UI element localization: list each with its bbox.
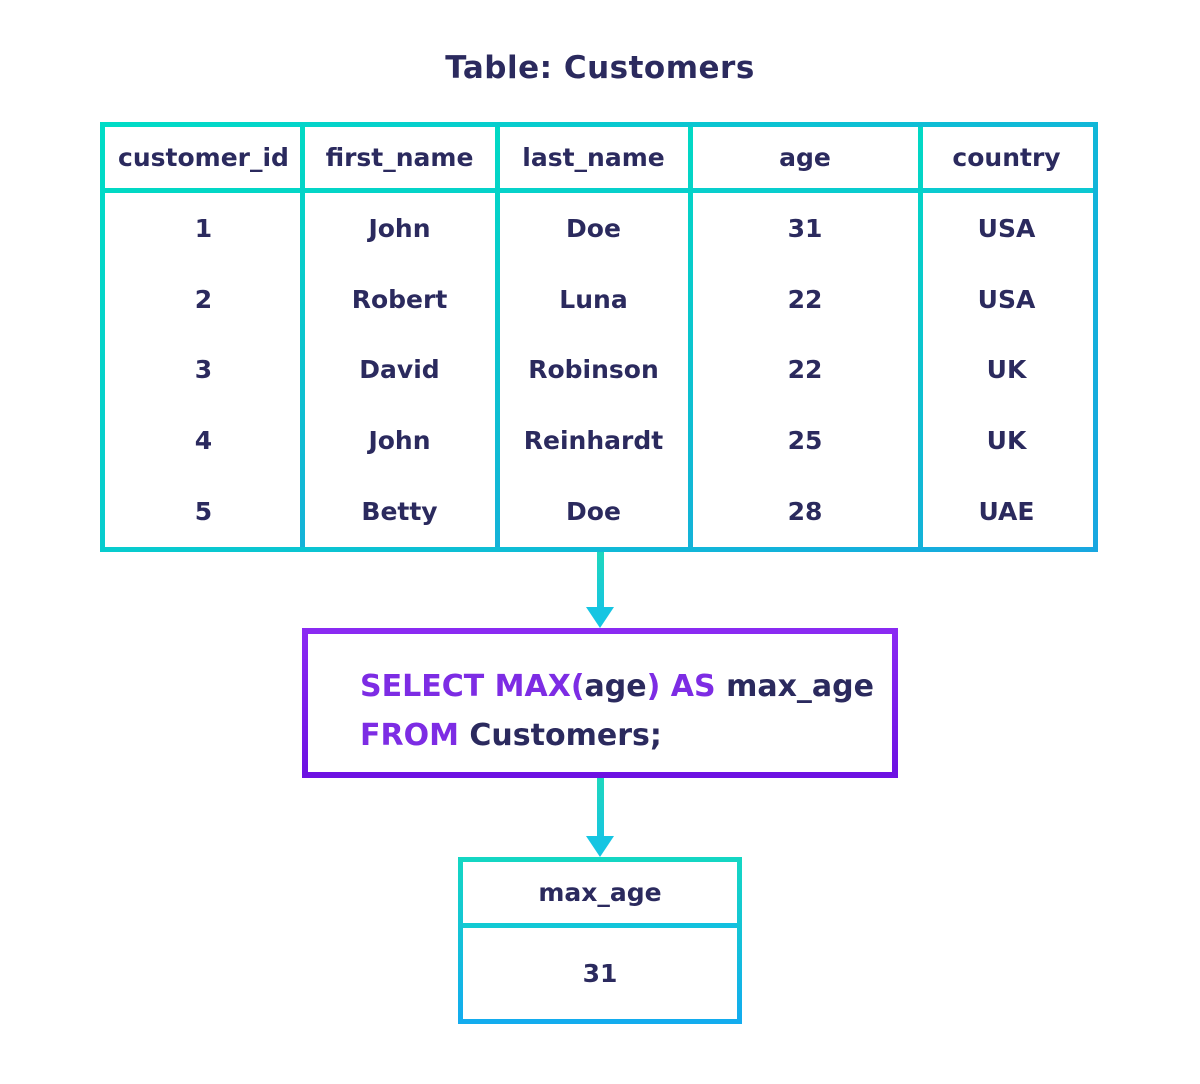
column-divider [687,127,693,547]
column-header: customer_id [118,143,289,172]
table-row: 3 David Robinson 22 UK [105,335,1093,406]
sql-query-line-2: FROM Customers; [360,711,892,760]
arrow-down-icon [586,836,614,857]
sql-keyword: FROM [360,718,470,753]
table-cell: Doe [566,213,621,243]
customers-table-header-row: customer_id first_name last_name age cou… [105,127,1093,188]
arrow-down-icon [586,607,614,628]
column-divider [917,127,923,547]
customers-table: customer_id first_name last_name age cou… [100,122,1098,552]
column-header: first_name [325,143,474,172]
table-cell: 1 [194,213,213,243]
table-cell: USA [977,284,1036,314]
table-cell: Luna [559,284,628,314]
arrow-line [596,778,604,836]
column-header: country [952,143,1061,172]
column-divider [494,127,500,547]
sql-query-box: SELECT MAX(age) AS max_age FROM Customer… [302,628,898,778]
table-row: 5 Betty Doe 28 UAE [105,476,1093,547]
table-cell: Betty [361,497,438,527]
column-header: age [779,143,831,172]
result-table: max_age 31 [458,857,742,1024]
sql-keyword: ) AS [646,669,727,704]
table-cell: 5 [194,497,213,527]
arrow-table-to-query [586,552,614,628]
table-cell: 3 [194,355,213,385]
table-cell: 25 [787,426,823,456]
table-cell: 22 [787,355,823,385]
table-cell: UAE [978,497,1035,527]
table-cell: John [368,213,431,243]
table-cell: 2 [194,284,213,314]
table-cell: John [368,426,431,456]
arrow-line [596,552,604,607]
table-cell: 4 [194,426,213,456]
table-cell: Reinhardt [523,426,664,456]
result-column-header: max_age [538,878,662,907]
table-cell: UK [986,355,1027,385]
arrow-query-to-result [586,778,614,857]
result-header-divider [463,923,737,928]
sql-identifier: max_age [726,669,874,704]
table-cell: Doe [566,497,621,527]
table-cell: David [359,355,440,385]
sql-identifier: age [584,669,647,704]
page-title: Table: Customers [445,50,755,86]
table-cell: 31 [787,213,823,243]
column-header: last_name [522,143,665,172]
table-cell: 28 [787,497,823,527]
sql-identifier: Customers; [469,718,662,753]
result-value: 31 [582,959,618,988]
sql-query-line-1: SELECT MAX(age) AS max_age [360,662,892,711]
sql-keyword: SELECT MAX( [360,669,585,704]
table-row: 2 Robert Luna 22 USA [105,264,1093,335]
customers-table-body: 1 John Doe 31 USA 2 Robert Luna 22 USA 3… [105,193,1093,547]
table-cell: Robert [351,284,448,314]
table-row: 4 John Reinhardt 25 UK [105,405,1093,476]
table-cell: UK [986,426,1027,456]
table-cell: Robinson [528,355,659,385]
table-cell: 22 [787,284,823,314]
column-divider [299,127,305,547]
table-row: 1 John Doe 31 USA [105,193,1093,264]
header-divider [105,188,1093,193]
table-cell: USA [977,213,1036,243]
